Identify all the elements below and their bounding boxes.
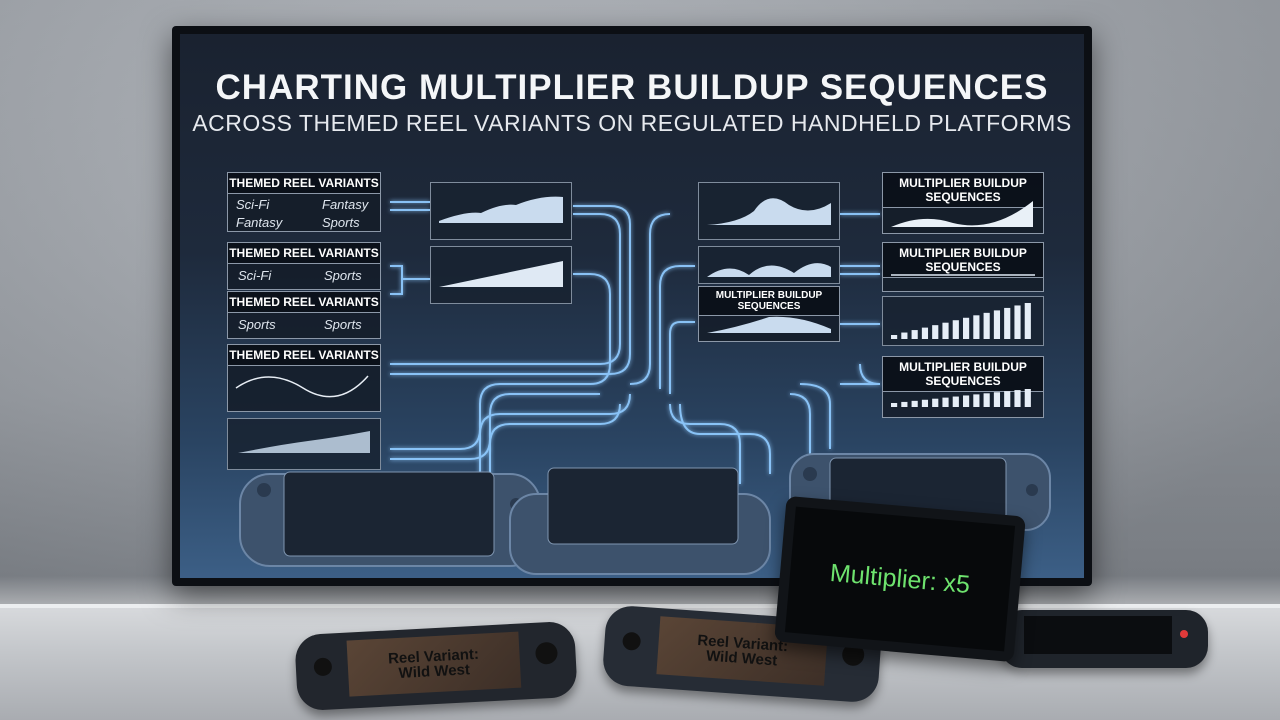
bar <box>921 399 929 407</box>
mini-chart-graphic <box>891 201 1033 227</box>
mini-chart-graphic <box>707 198 831 225</box>
card-item: Sports <box>322 215 360 230</box>
handheld-left: Reel Variant: Wild West <box>294 620 578 712</box>
bar <box>911 330 918 339</box>
card-header: MULTIPLIER BUILDUP SEQUENCES <box>883 243 1043 278</box>
handheld-screen: Reel Variant: Wild West <box>346 631 522 697</box>
multiplier-readout: Multiplier: x5 <box>828 558 972 599</box>
multiplier-card-2: MULTIPLIER BUILDUP SEQUENCES <box>882 242 1044 292</box>
card-item: Sci-Fi <box>236 197 270 212</box>
card-item: Fantasy <box>322 197 369 212</box>
card-item: Sports <box>324 268 362 283</box>
bar <box>921 327 929 339</box>
bar <box>1024 389 1031 407</box>
bar <box>942 322 949 339</box>
mini-chart-graphic <box>439 261 563 287</box>
card-header: THEMED REEL VARIANTS <box>228 345 380 366</box>
card-item: Sci-Fi <box>238 268 272 283</box>
card-header: MULTIPLIER BUILDUP SEQUENCES <box>883 357 1043 392</box>
themed-reel-card-3: THEMED REEL VARIANTS Sports Sports <box>227 291 381 339</box>
card-header: MULTIPLIER BUILDUP SEQUENCES <box>883 173 1043 208</box>
area-chart <box>238 431 370 453</box>
bar <box>1004 307 1011 339</box>
bar-chart <box>891 389 1031 407</box>
multiplier-card-3: MULTIPLIER BUILDUP SEQUENCES <box>882 356 1044 418</box>
card-header: MULTIPLIER BUILDUP SEQUENCES <box>699 287 839 316</box>
slide-subtitle: ACROSS THEMED REEL VARIANTS ON REGULATED… <box>192 110 1072 136</box>
tablet-screen: Multiplier: x5 <box>784 506 1016 652</box>
bar <box>993 310 1001 339</box>
slide-title: CHARTING MULTIPLIER BUILDUP SEQUENCES <box>215 68 1049 107</box>
bar <box>891 403 898 407</box>
bar <box>901 401 908 407</box>
card-header: THEMED REEL VARIANTS <box>228 173 380 194</box>
mini-chart-graphic <box>891 274 1035 276</box>
mini-chart-4 <box>698 246 840 284</box>
wave-chart <box>235 375 369 398</box>
themed-reel-card-2: THEMED REEL VARIANTS Sci-Fi Sports <box>227 242 381 290</box>
card-header: THEMED REEL VARIANTS <box>228 292 380 313</box>
bar <box>983 393 990 407</box>
card-item: Sports <box>238 317 276 332</box>
bar <box>932 325 939 339</box>
bar <box>952 396 959 407</box>
connection-lines <box>390 201 881 484</box>
themed-reel-card-1: THEMED REEL VARIANTS Sci-Fi Fantasy Fant… <box>227 172 381 232</box>
mini-chart-graphic <box>439 196 563 223</box>
mini-chart-3 <box>698 182 840 240</box>
area-chart-card <box>227 418 381 470</box>
bar <box>901 332 908 339</box>
multiplier-card-center: MULTIPLIER BUILDUP SEQUENCES <box>698 286 840 342</box>
bar <box>942 397 949 407</box>
bar <box>932 398 939 407</box>
card-header: THEMED REEL VARIANTS <box>228 243 380 264</box>
bar <box>983 312 990 339</box>
tablet-device: Multiplier: x5 <box>774 495 1026 663</box>
bar-chart <box>891 303 1031 339</box>
multiplier-card-1: MULTIPLIER BUILDUP SEQUENCES <box>882 172 1044 234</box>
mini-chart-2 <box>430 246 572 304</box>
bar-chart-card-1 <box>882 296 1044 346</box>
card-item: Fantasy <box>236 215 283 230</box>
bar <box>952 320 959 339</box>
handheld-right <box>1000 610 1208 668</box>
record-light-icon <box>1180 630 1188 638</box>
bar <box>911 400 918 407</box>
bar <box>993 392 1001 407</box>
bar <box>973 394 980 407</box>
bar <box>973 315 980 339</box>
bar <box>1014 305 1021 339</box>
tv-monitor: CHARTING MULTIPLIER BUILDUP SEQUENCES AC… <box>172 26 1092 586</box>
handheld-screen <box>1024 616 1172 654</box>
bar <box>1014 390 1021 407</box>
bar <box>963 395 970 407</box>
card-item: Sports <box>324 317 362 332</box>
mini-chart-1 <box>430 182 572 240</box>
handheld-consoles-graphic <box>239 453 1051 575</box>
bar <box>891 335 898 339</box>
presentation-screen: CHARTING MULTIPLIER BUILDUP SEQUENCES AC… <box>180 34 1084 578</box>
mini-chart-graphic <box>707 316 831 333</box>
bar <box>1024 303 1031 339</box>
bar <box>963 317 970 339</box>
themed-reel-card-4: THEMED REEL VARIANTS <box>227 344 381 412</box>
bar <box>1004 391 1011 407</box>
mini-chart-graphic <box>707 263 831 277</box>
